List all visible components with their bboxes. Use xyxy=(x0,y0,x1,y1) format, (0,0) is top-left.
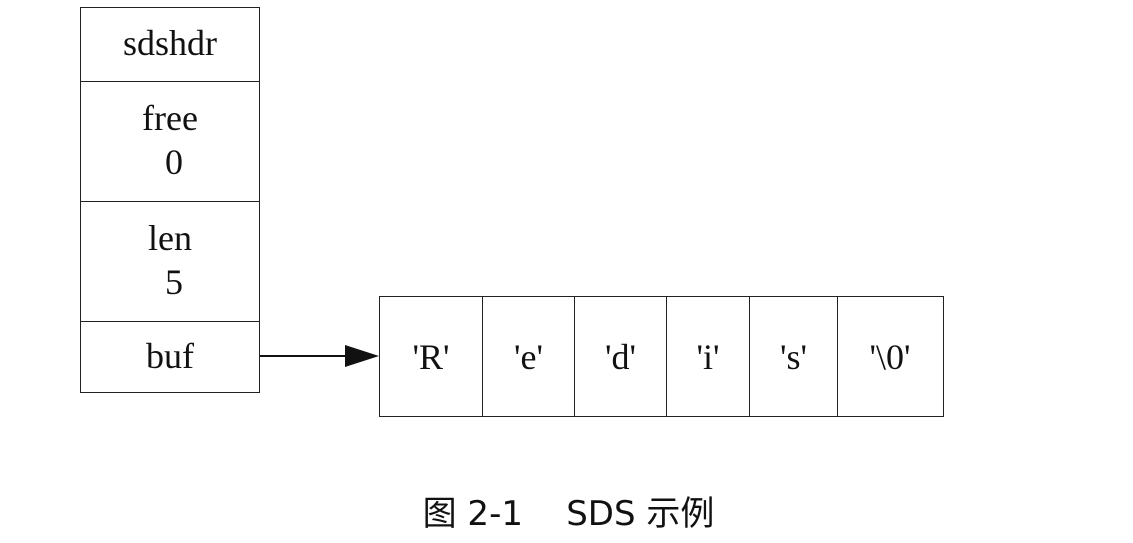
buf-char-array: 'R' 'e' 'd' 'i' 's' '\0' xyxy=(379,296,944,417)
char-cell: 'd' xyxy=(575,297,667,416)
free-field-value: 0 xyxy=(165,142,183,182)
figure-caption: 图 2-1 SDS 示例 xyxy=(422,494,715,534)
len-field-name: len xyxy=(148,218,192,258)
sdshdr-title: sdshdr xyxy=(122,23,217,63)
len-field-value: 5 xyxy=(165,262,183,302)
arrow-head xyxy=(345,345,379,367)
char-cell: 'i' xyxy=(667,297,750,416)
sdshdr-struct: sdshdr free 0 len 5 buf xyxy=(80,7,260,393)
char-cell: 'e' xyxy=(483,297,575,416)
char-cell: '\0' xyxy=(869,336,911,377)
free-field-name: free xyxy=(142,98,198,138)
char-cell: 'R' xyxy=(380,297,483,416)
buf-field-name: buf xyxy=(146,336,194,376)
free-field: free 0 xyxy=(81,82,259,202)
len-field: len 5 xyxy=(81,202,259,322)
buf-field: buf xyxy=(81,322,259,392)
char-cell: 's' xyxy=(750,297,838,416)
sdshdr-title-cell: sdshdr xyxy=(81,8,259,82)
